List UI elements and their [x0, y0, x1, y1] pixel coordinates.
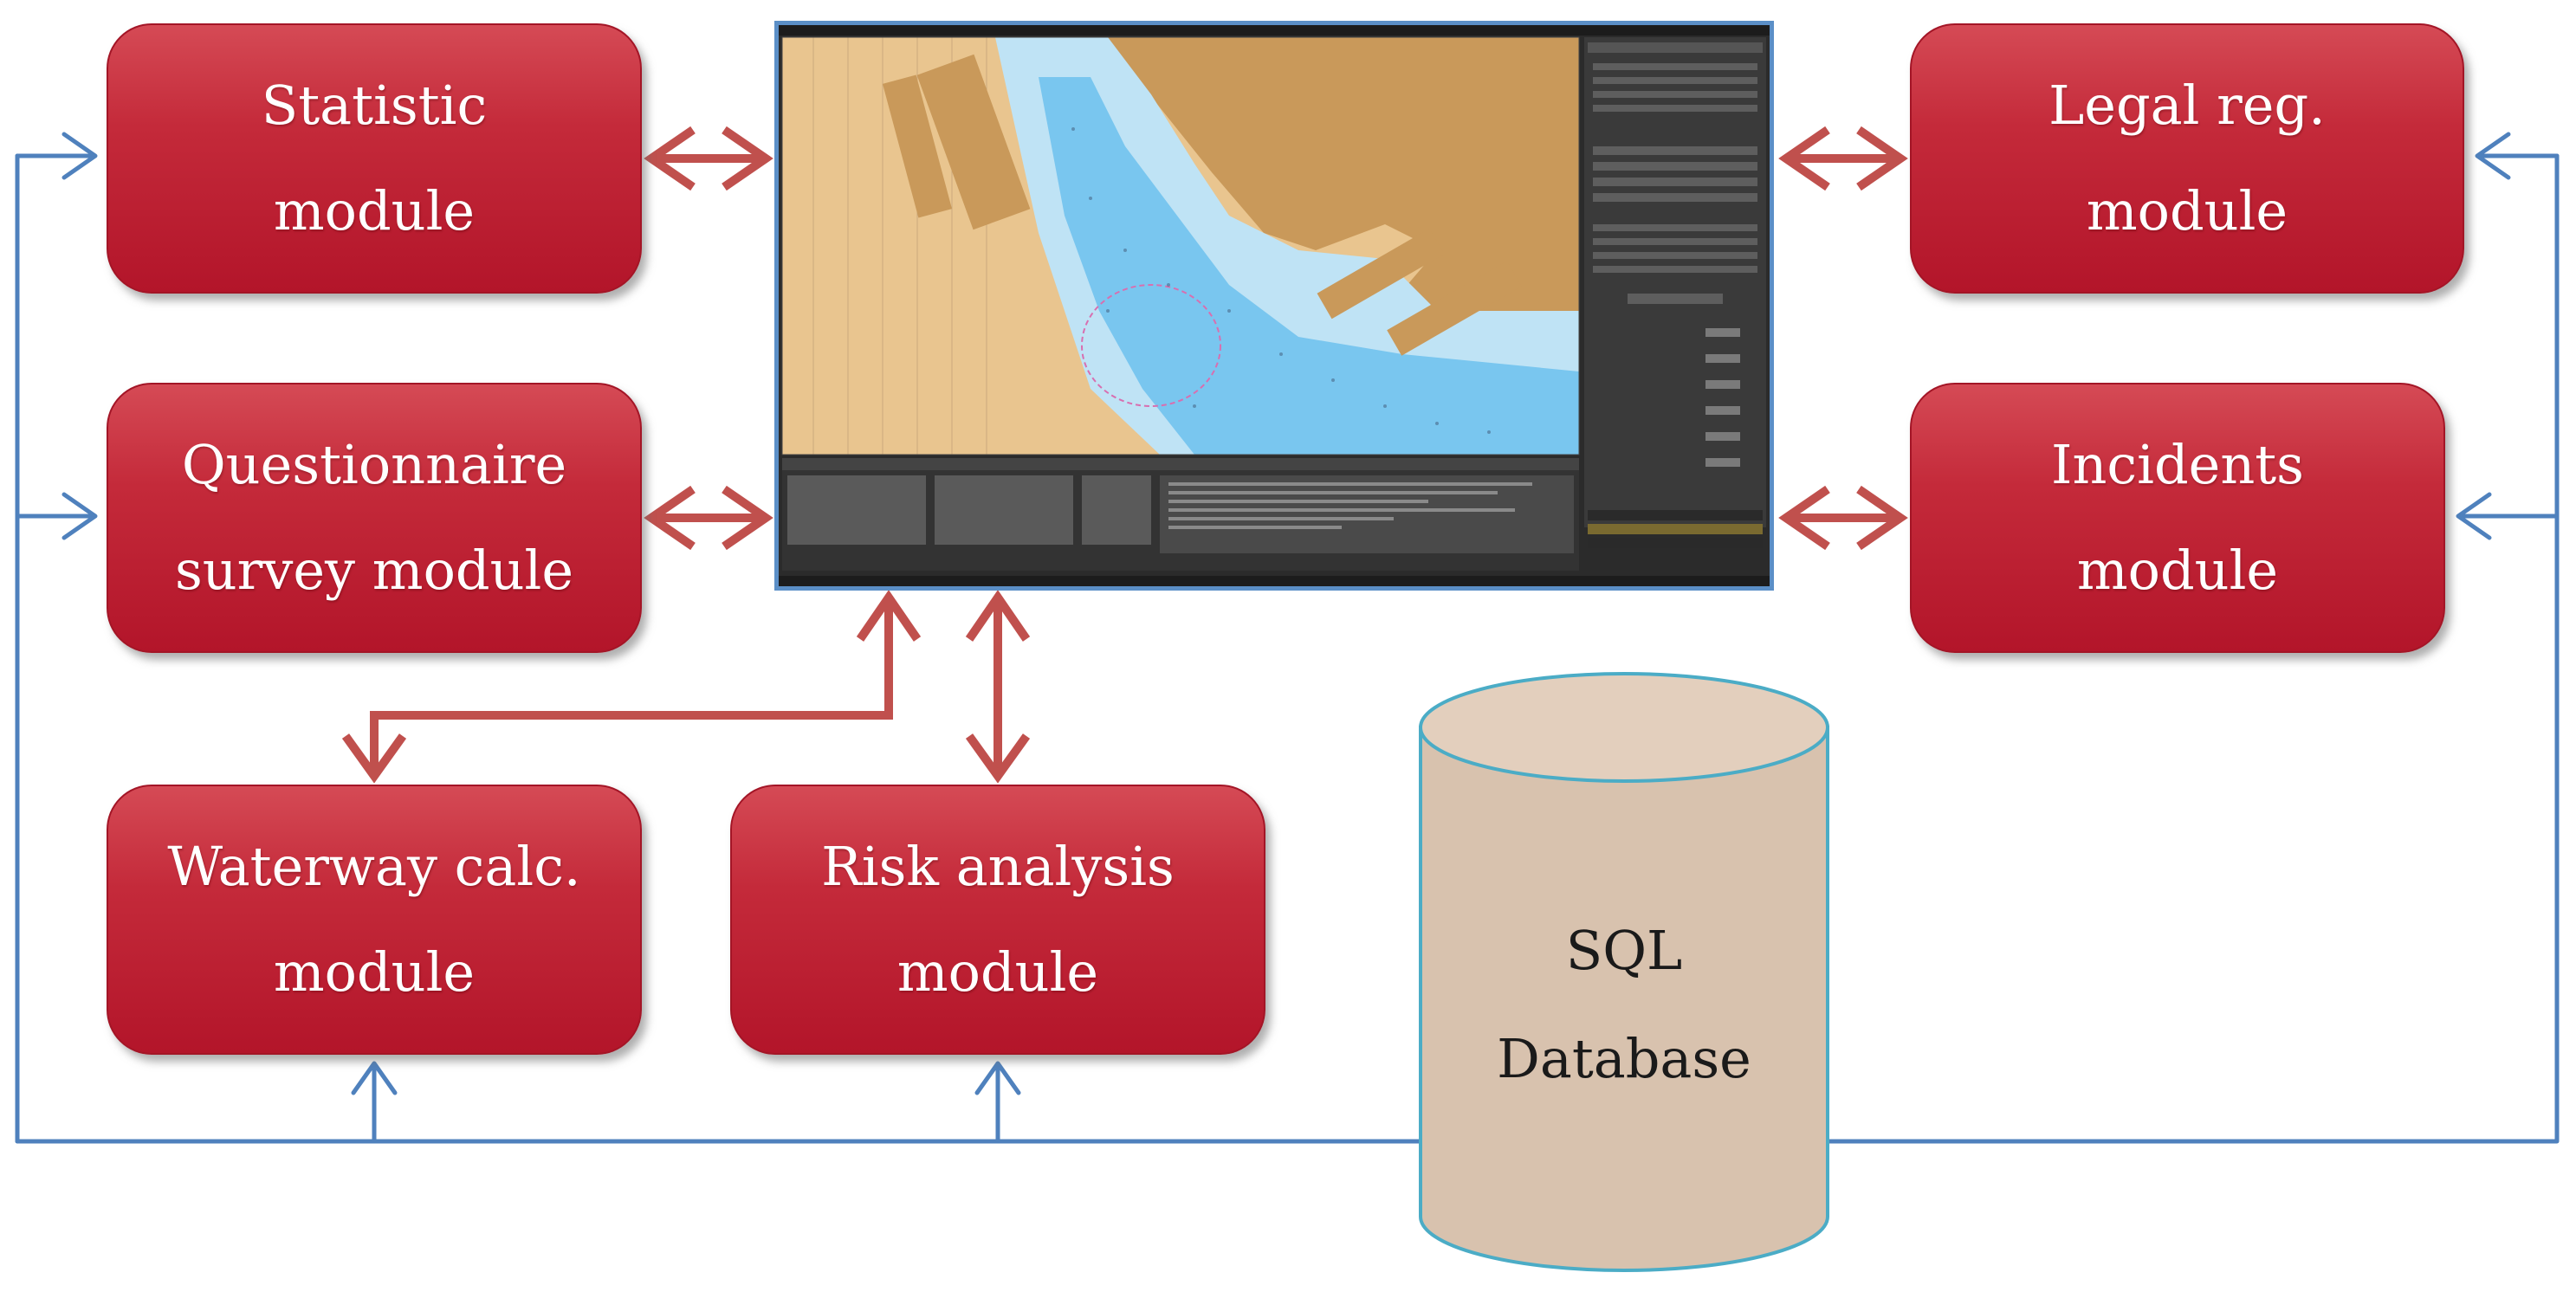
incidents-module-line1: Incidents: [2050, 433, 2305, 496]
red-arrow-legal-head-right: [1856, 126, 1908, 191]
blue-arrowhead-legal: [2475, 132, 2511, 180]
red-arrow-incidents-head-left: [1778, 485, 1830, 551]
red-arrow-network: [341, 126, 1908, 784]
database-label: SQL Database: [1421, 896, 1828, 1113]
incidents-module-box: Incidents module: [1910, 383, 2445, 653]
risk-module-line1: Risk analysis: [821, 835, 1175, 898]
red-arrow-legal-head-left: [1778, 126, 1830, 191]
blue-arrowhead-statistic: [61, 132, 98, 180]
legal-reg-module-box: Legal reg. module: [1910, 23, 2464, 294]
application-screenshot: [774, 21, 1774, 591]
questionnaire-module-box: Questionnaire survey module: [107, 383, 642, 653]
legal-module-line2: module: [2086, 179, 2288, 242]
properties-panel: [1584, 37, 1766, 548]
risk-module-line2: module: [896, 940, 1099, 1004]
statistic-module-line1: Statistic: [261, 74, 488, 137]
red-arrow-waterway-head-bottom: [341, 733, 407, 784]
database-label-line2: Database: [1497, 1027, 1751, 1090]
red-arrow-incidents-head-right: [1856, 485, 1908, 551]
red-arrow-waterway-path: [370, 603, 893, 771]
risk-analysis-module-box: Risk analysis module: [730, 785, 1265, 1055]
database-top: [1419, 672, 1829, 783]
blue-arrowhead-risk: [974, 1061, 1021, 1095]
waterway-module-line1: Waterway calc.: [167, 835, 581, 898]
statistic-module-line2: module: [273, 179, 476, 242]
bottom-console-panel: [779, 458, 1770, 586]
blue-bus-db-right: [1825, 153, 2560, 1144]
application-screenshot-image: [779, 25, 1770, 586]
incidents-module-line2: module: [2076, 539, 2279, 602]
database-label-line1: SQL: [1565, 919, 1683, 982]
red-arrow-questionnaire-head-right: [722, 485, 773, 551]
blue-connector-network: [15, 132, 2560, 1144]
blue-arrowhead-questionnaire: [61, 492, 98, 540]
sql-database-cylinder: [1419, 672, 1829, 1272]
red-arrow-risk-head-top: [965, 590, 1031, 642]
blue-arrowhead-incidents: [2456, 492, 2492, 540]
statistic-module-box: Statistic module: [107, 23, 642, 294]
questionnaire-module-line1: Questionnaire: [181, 433, 567, 496]
red-arrow-questionnaire-head-left: [644, 485, 696, 551]
legal-module-line1: Legal reg.: [2049, 74, 2326, 137]
waterway-module-line2: module: [273, 940, 476, 1004]
questionnaire-module-line2: survey module: [174, 539, 574, 602]
database-body: [1419, 726, 1829, 1272]
nautical-chart-map: [781, 36, 1580, 455]
red-arrow-statistic-head-right: [722, 126, 773, 191]
blue-arrowhead-waterway: [351, 1061, 398, 1095]
red-arrow-waterway-head-top: [856, 590, 922, 642]
red-arrow-risk-head-bottom: [965, 733, 1031, 784]
red-arrow-statistic-head-left: [644, 126, 696, 191]
waterway-module-box: Waterway calc. module: [107, 785, 642, 1055]
